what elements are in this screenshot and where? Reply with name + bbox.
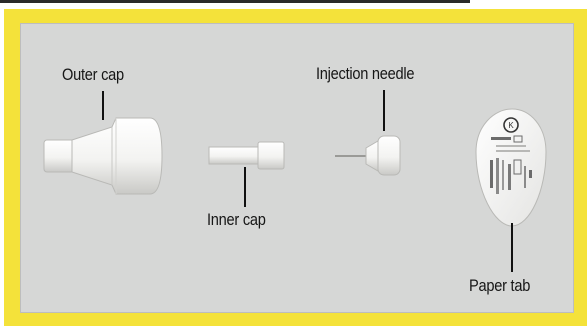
inner-cap-label: Inner cap	[207, 210, 266, 229]
inner-cap-part	[208, 141, 285, 207]
paper-tab-label: Paper tab	[469, 276, 531, 295]
svg-text:K: K	[508, 121, 514, 130]
outer-cap-part	[43, 91, 163, 195]
injection-needle-label: Injection needle	[316, 64, 415, 83]
top-rule	[0, 0, 470, 3]
outer-cap-label: Outer cap	[62, 65, 124, 84]
injection-needle-part	[335, 90, 401, 176]
paper-tab-logo-icon	[503, 117, 519, 133]
paper-tab-part: K	[475, 108, 547, 272]
